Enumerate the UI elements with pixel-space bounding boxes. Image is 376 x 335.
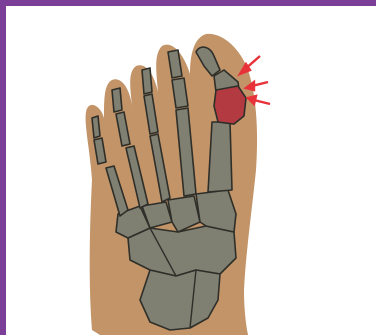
bunion-highlight (214, 86, 246, 124)
arrow-icon (248, 96, 270, 104)
